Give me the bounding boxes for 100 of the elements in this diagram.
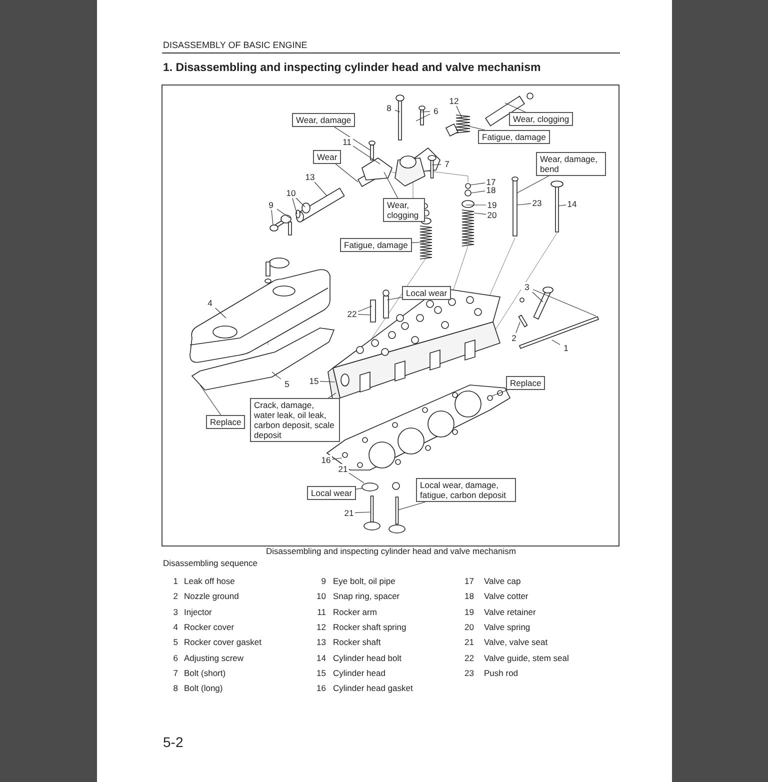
leader-line xyxy=(358,314,372,316)
leader-line xyxy=(468,126,485,130)
callout-number: 21 xyxy=(343,508,355,518)
inspection-note: Replace xyxy=(206,415,246,429)
part-name: Leak off hose xyxy=(184,576,235,586)
list-number: 17 xyxy=(464,576,474,586)
inspection-note: Wear xyxy=(313,150,342,164)
list-number: 1 xyxy=(172,576,178,586)
list-number: 16 xyxy=(316,683,326,694)
list-number: 2 xyxy=(172,591,178,602)
leader-line xyxy=(516,322,520,334)
inspection-note: Wear, clogging xyxy=(383,198,425,222)
leader-line xyxy=(504,102,526,112)
callout-number: 18 xyxy=(485,185,497,195)
callout-number: 13 xyxy=(304,172,316,182)
leader-line xyxy=(558,204,566,206)
leader-line xyxy=(516,203,532,206)
list-number: 12 xyxy=(316,622,326,632)
section-heading: 1. Disassembling and inspecting cylinder head and valve mechanism xyxy=(163,61,541,75)
leader-line xyxy=(552,340,560,345)
callout-number: 19 xyxy=(486,200,498,210)
leader-line xyxy=(470,190,486,194)
leader-line xyxy=(412,242,424,244)
leader-line xyxy=(320,381,336,382)
leader-line xyxy=(466,204,486,206)
list-number: 6 xyxy=(172,652,178,662)
leader-line xyxy=(470,182,486,186)
list-number: 8 xyxy=(172,683,178,694)
part-name: Adjusting screw xyxy=(184,652,244,662)
inspection-note: Fatigue, damage xyxy=(478,130,550,144)
callout-number: 14 xyxy=(566,199,578,209)
leader-line xyxy=(394,110,400,112)
leader-line xyxy=(416,114,430,122)
list-number: 15 xyxy=(316,668,326,678)
list-number: 21 xyxy=(464,637,474,648)
part-name: Snap ring, spacer xyxy=(333,591,400,602)
inspection-note: Wear, damage, bend xyxy=(536,152,606,176)
part-name: Nozzle ground xyxy=(184,591,239,602)
leader-line xyxy=(456,106,462,118)
callout-number: 20 xyxy=(486,210,498,220)
leader-line xyxy=(328,392,336,398)
callout-number: 11 xyxy=(341,137,353,147)
list-number: 10 xyxy=(316,591,326,602)
inspection-note: Wear, damage xyxy=(292,113,356,127)
leader-line xyxy=(272,372,282,380)
running-header: DISASSEMBLY OF BASIC ENGINE xyxy=(163,40,308,50)
leader-line xyxy=(296,198,306,208)
list-number: 5 xyxy=(172,637,178,648)
leader-line xyxy=(386,297,402,300)
leader-line xyxy=(352,146,380,164)
list-number: 13 xyxy=(316,637,326,648)
callout-number: 16 xyxy=(320,455,332,465)
callout-number: 12 xyxy=(448,96,460,106)
part-name: Rocker shaft spring xyxy=(333,622,406,632)
list-number: 23 xyxy=(464,668,474,678)
part-name: Bolt (short) xyxy=(184,668,226,678)
leader-line xyxy=(532,292,544,302)
leader-line xyxy=(354,512,372,513)
callout-number: 3 xyxy=(521,282,533,292)
leader-line xyxy=(334,126,370,150)
leader-line xyxy=(332,458,342,460)
inspection-note: Local wear xyxy=(402,286,452,300)
part-name: Valve, valve seat xyxy=(484,637,548,648)
inspection-note: Wear, clogging xyxy=(509,112,574,126)
leader-line xyxy=(432,164,442,166)
part-name: Eye bolt, oil pipe xyxy=(333,576,396,586)
leader-line xyxy=(271,210,274,226)
list-number: 7 xyxy=(172,668,178,678)
inspection-note: Crack, damage, water leak, oil leak, carbon deposit, scale deposit xyxy=(250,398,340,442)
leader-line xyxy=(358,306,372,312)
inspection-note: Local wear, damage, fatigue, carbon deposit xyxy=(416,478,516,502)
leader-line xyxy=(516,176,549,194)
part-name: Rocker cover xyxy=(184,622,234,632)
part-name: Rocker cover gasket xyxy=(184,637,262,648)
part-name: Rocker arm xyxy=(333,606,377,617)
leader-line xyxy=(314,182,328,196)
part-name: Cylinder head gasket xyxy=(333,683,413,694)
part-name: Valve spring xyxy=(484,622,530,632)
leader-line xyxy=(532,289,596,316)
part-name: Valve guide, stem seal xyxy=(484,652,569,662)
callout-number: 21 xyxy=(337,464,349,474)
inspection-note: Fatigue, damage xyxy=(340,238,412,252)
leader-line xyxy=(474,212,486,215)
part-name: Valve cap xyxy=(484,576,521,586)
part-name: Bolt (long) xyxy=(184,683,223,694)
list-number: 18 xyxy=(464,591,474,602)
leader-line xyxy=(215,308,226,318)
part-name: Cylinder head xyxy=(333,668,386,678)
part-name: Push rod xyxy=(484,668,518,678)
list-heading: Disassembling sequence xyxy=(163,558,258,568)
part-name: Valve cotter xyxy=(484,591,528,602)
callout-number: 22 xyxy=(346,309,358,319)
list-number: 22 xyxy=(464,652,474,662)
page-number: 5-2 xyxy=(163,734,184,750)
leader-line xyxy=(420,111,430,112)
leader-line xyxy=(356,488,362,490)
part-name: Cylinder head bolt xyxy=(333,652,402,662)
callout-number: 15 xyxy=(308,376,320,386)
list-number: 20 xyxy=(464,622,474,632)
list-number: 14 xyxy=(316,652,326,662)
